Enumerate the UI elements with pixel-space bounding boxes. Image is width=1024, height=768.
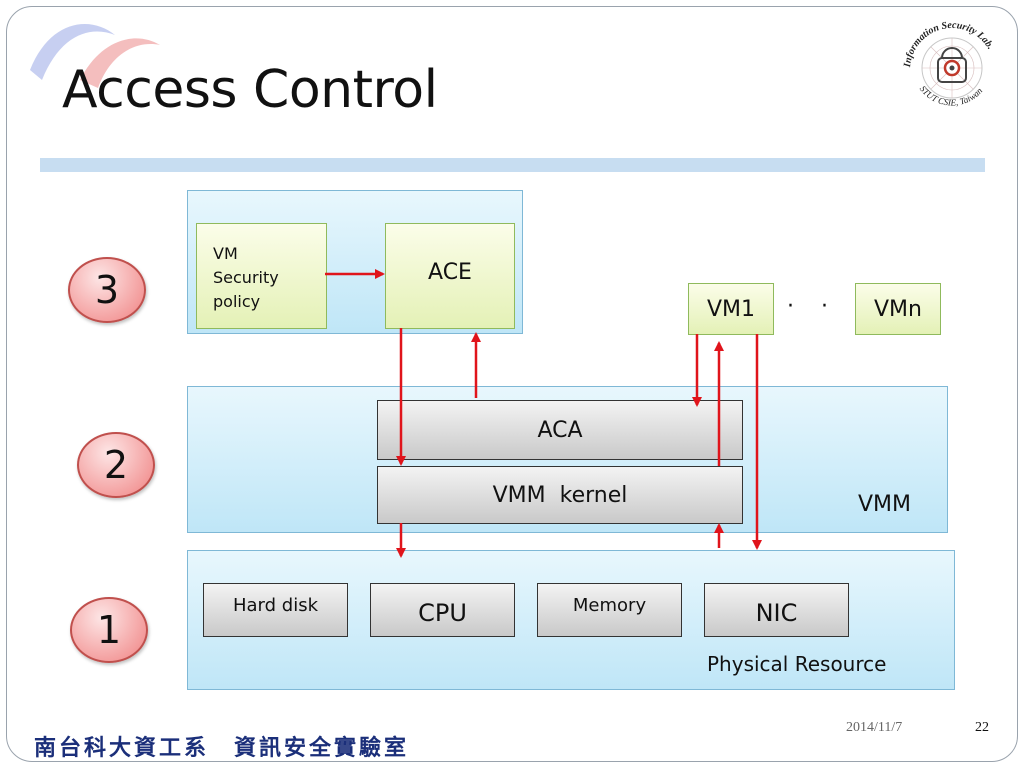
aca-label: ACA	[537, 417, 583, 443]
level-3-number: 3	[94, 268, 120, 312]
nic-label: NIC	[755, 599, 798, 627]
vmm-layer-label: VMM	[858, 492, 912, 517]
nic-box: NIC	[704, 583, 849, 637]
slide-title: Access Control	[62, 60, 438, 120]
ace-box: ACE	[385, 223, 515, 329]
hard-disk-box: Hard disk	[203, 583, 348, 637]
level-1-badge: 1	[70, 597, 148, 663]
level-3-badge: 3	[68, 257, 146, 323]
cpu-box: CPU	[370, 583, 515, 637]
aca-box: ACA	[377, 400, 743, 460]
page-number: 22	[975, 720, 989, 735]
title-divider	[40, 158, 985, 172]
hard-disk-label: Hard disk	[232, 594, 319, 616]
infosec-lab-logo: Information Security Lab. STUT CSIE, Tai…	[902, 20, 996, 108]
decorative-swoosh-icon	[30, 24, 160, 88]
vm1-box: VM1	[688, 283, 774, 335]
vmm-kernel-box: VMM kernel	[377, 466, 743, 524]
level-2-badge: 2	[77, 432, 155, 498]
vm1-label: VM1	[706, 296, 756, 322]
level-1-number: 1	[96, 608, 122, 652]
vmm-kernel-label: VMM kernel	[492, 482, 628, 508]
footer-date: 2014/11/7	[846, 720, 903, 735]
cpu-label: CPU	[418, 599, 467, 627]
footer-lab-name: 南台科大資工系 資訊安全實驗室	[34, 735, 410, 761]
memory-label: Memory	[572, 594, 647, 616]
vm-security-policy-label: VM Security policy	[213, 244, 279, 311]
vm-ellipsis: · · ·	[787, 294, 872, 319]
vmn-box: VMn	[855, 283, 941, 335]
level-2-number: 2	[103, 443, 129, 487]
memory-box: Memory	[537, 583, 682, 637]
vm-security-policy-box: VM Security policy	[196, 223, 327, 329]
vmn-label: VMn	[874, 296, 922, 322]
physical-resource-label: Physical Resource	[707, 652, 887, 676]
ace-label: ACE	[428, 259, 472, 285]
